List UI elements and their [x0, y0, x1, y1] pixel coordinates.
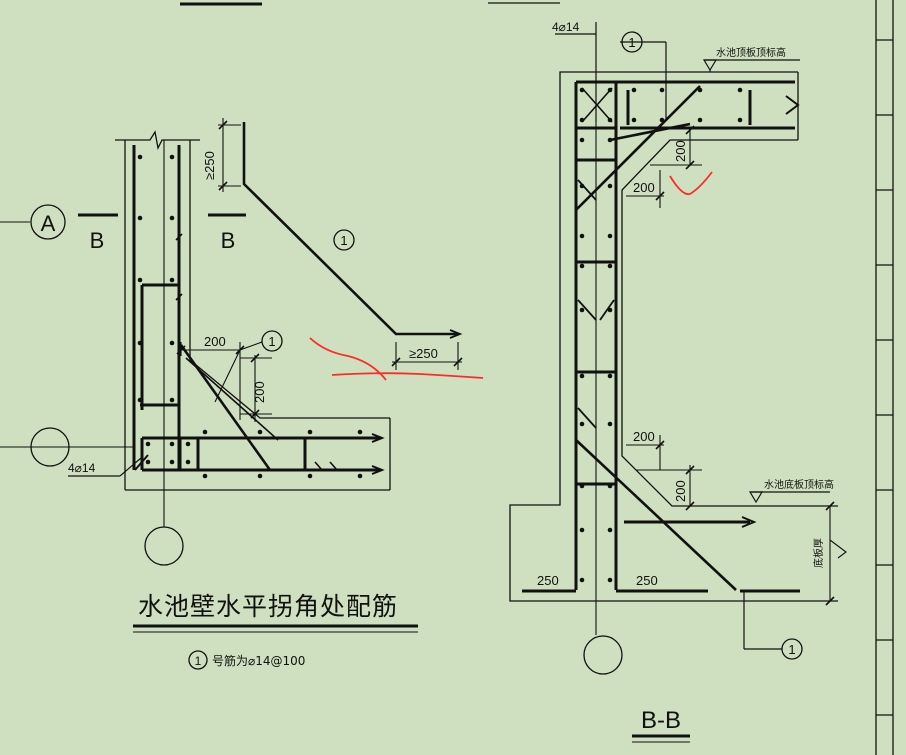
right-corner-cross [555, 22, 613, 123]
dim-200-left [176, 341, 272, 422]
callout-upper-number: 1 [340, 233, 347, 248]
dim-200-horizontal: 200 [204, 334, 226, 349]
right-lower-dims [626, 435, 702, 511]
top-elev-label: 水池顶板顶标高 [716, 46, 786, 59]
top-elev-marker [702, 59, 800, 72]
red-markup [309, 171, 713, 381]
dim-top-text: ≥250 [202, 151, 217, 180]
right-dim-200-b: 200 [633, 180, 655, 195]
dim-end [391, 342, 463, 370]
dim-200-vertical: 200 [252, 381, 267, 403]
note-text: 号筋为⌀14@100 [212, 653, 305, 668]
left-wall-bars [132, 145, 183, 472]
left-detail: A B B 4⌀14 ≥250 1 [0, 118, 463, 670]
right-wall-bars [522, 80, 800, 593]
note-circle [188, 650, 208, 670]
slab-thickness-dim [825, 501, 847, 606]
left-centerlines [0, 140, 165, 527]
slab-thickness-label: 底板厚 [812, 538, 825, 568]
right-upper-dims [626, 125, 702, 208]
note-circle-number: 1 [195, 654, 202, 668]
callout-bottom-number: 1 [788, 642, 795, 657]
dim-top [218, 118, 241, 192]
right-detail: 4⌀14 1 [509, 20, 847, 743]
left-rebar-dots [137, 154, 363, 479]
left-wall-outline [115, 130, 391, 491]
right-haunch-bars [575, 85, 737, 591]
top-fragments [180, 2, 560, 6]
dim-end-text: ≥250 [409, 346, 438, 361]
left-axis-bubbles [30, 204, 184, 566]
title-block-border [875, 0, 894, 755]
callout-top-circle [621, 31, 643, 53]
left-detail-title: 水池壁水平拐角处配筋 [138, 592, 398, 621]
upper-bar-1 [242, 122, 463, 339]
callout-top-leader [620, 41, 667, 120]
right-rebar-dots [579, 87, 743, 583]
bottom-elev-marker [748, 491, 830, 504]
callout-upper-circle [333, 229, 355, 251]
right-dim-200-a: 200 [673, 140, 688, 162]
right-axis-bubble [583, 635, 623, 675]
right-dim-200-c: 200 [633, 429, 655, 444]
right-dim-200-d: 200 [673, 480, 688, 502]
callout-top-number: 1 [628, 35, 635, 50]
section-mark-left: B [90, 228, 105, 253]
callout-bottom-leader [743, 591, 782, 650]
left-haunch-bar [179, 344, 279, 471]
section-mark-right: B [221, 228, 236, 253]
callout-bottom-circle [781, 638, 803, 660]
right-dim-250-right: 250 [636, 573, 658, 588]
right-dim-250-left: 250 [537, 573, 559, 588]
right-bar-label: 4⌀14 [552, 20, 580, 34]
bottom-elev-label: 水池底板顶标高 [764, 478, 834, 491]
left-bar-label: 4⌀14 [68, 461, 96, 475]
axis-label-a: A [41, 211, 56, 236]
callout-lower-circle [261, 330, 283, 352]
left-bar-leader [68, 457, 142, 477]
right-detail-title: B-B [641, 707, 681, 734]
left-slab-bars [180, 433, 385, 475]
callout-lower-number: 1 [268, 334, 275, 349]
